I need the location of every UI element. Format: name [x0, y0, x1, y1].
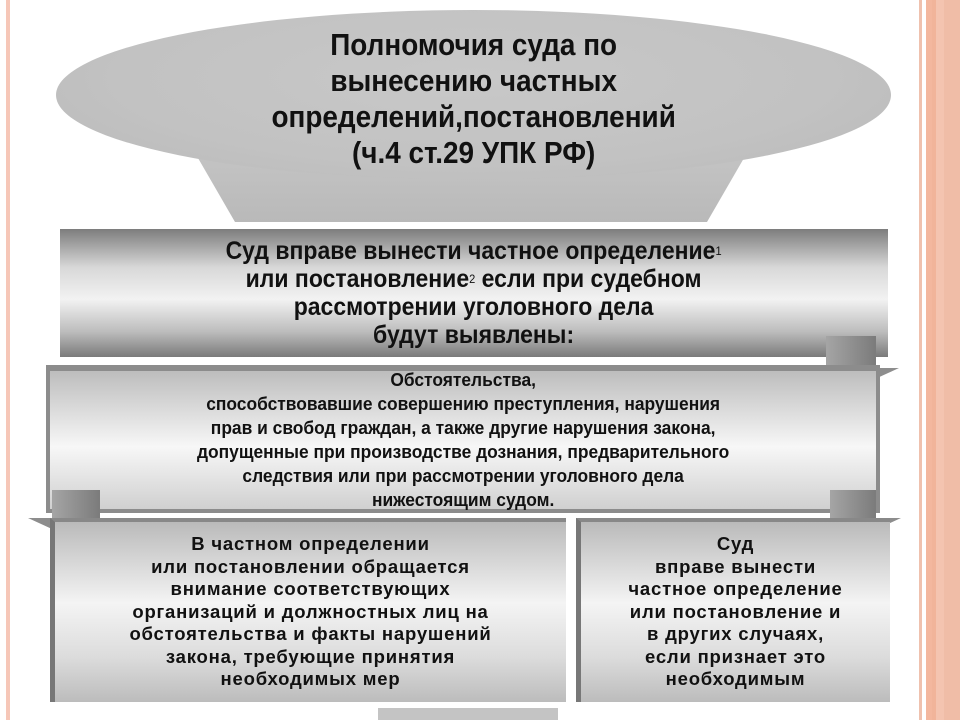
title-line: Полномочия суда по [330, 27, 617, 62]
condition-line: рассмотрении уголовного дела [294, 293, 654, 321]
title-ellipse: Полномочия суда по вынесению частных опр… [56, 10, 891, 180]
bottom-shape-fragment [378, 708, 558, 720]
text-line: или постановлении обращается [151, 555, 470, 577]
footnote-marker: 2 [469, 272, 476, 286]
text-line: нижестоящим судом. [371, 489, 555, 510]
condition-line: будут выявлены: [373, 321, 575, 349]
title-line: вынесению частных [330, 63, 617, 98]
other-cases-block: Суд вправе вынести частное определение и… [576, 518, 890, 702]
text-line: необходимых мер [220, 668, 401, 690]
circumstances-text: Обстоятельства, способствовавшие соверше… [197, 368, 729, 512]
condition-line: или постановление2 если при судебном [246, 265, 702, 293]
right-decorative-stripes [918, 0, 960, 720]
condition-text: Суд вправе вынести частное определение1 … [226, 237, 722, 349]
content-text: В частном определении или постановлении … [129, 533, 491, 691]
text-line: обстоятельства и факты нарушений [129, 623, 492, 645]
text-line: прав и свобод граждан, а также другие на… [210, 417, 716, 438]
text-line: если признает это [644, 645, 827, 667]
other-cases-text: Суд вправе вынести частное определение и… [628, 533, 842, 691]
text-line: В частном определении [191, 533, 430, 555]
text-line: Суд [716, 533, 755, 555]
circumstances-block: Обстоятельства, способствовавшие соверше… [46, 365, 880, 513]
content-block: В частном определении или постановлении … [50, 518, 566, 702]
text-line: необходимым [665, 668, 806, 690]
left-decorative-line [6, 0, 10, 720]
text-line: организаций и должностных лиц на [132, 600, 489, 622]
text-line: внимание соответствующих [170, 578, 451, 600]
text-line: закона, требующие принятия [165, 645, 456, 667]
condition-line: Суд вправе вынести частное определение1 [225, 237, 723, 265]
text-line: следствия или при рассмотрении уголовног… [242, 465, 684, 486]
text-line: допущенные при производстве дознания, пр… [196, 441, 730, 462]
title-shape: Полномочия суда по вынесению частных опр… [56, 0, 891, 222]
text-line: способствовавшие совершению преступления… [206, 393, 720, 414]
text-line: вправе вынести [654, 555, 816, 577]
title-line: (ч.4 ст.29 УПК РФ) [351, 135, 596, 170]
text-line: или постановление и [629, 600, 842, 622]
text-line: Обстоятельства, [390, 369, 536, 390]
condition-block: Суд вправе вынести частное определение1 … [60, 229, 888, 357]
text-line: в других случаях, [646, 623, 825, 645]
diagram-title: Полномочия суда по вынесению частных опр… [271, 27, 675, 171]
footnote-marker: 1 [715, 244, 723, 258]
text-line: частное определение [628, 578, 843, 600]
title-line: определений,постановлений [271, 99, 676, 134]
